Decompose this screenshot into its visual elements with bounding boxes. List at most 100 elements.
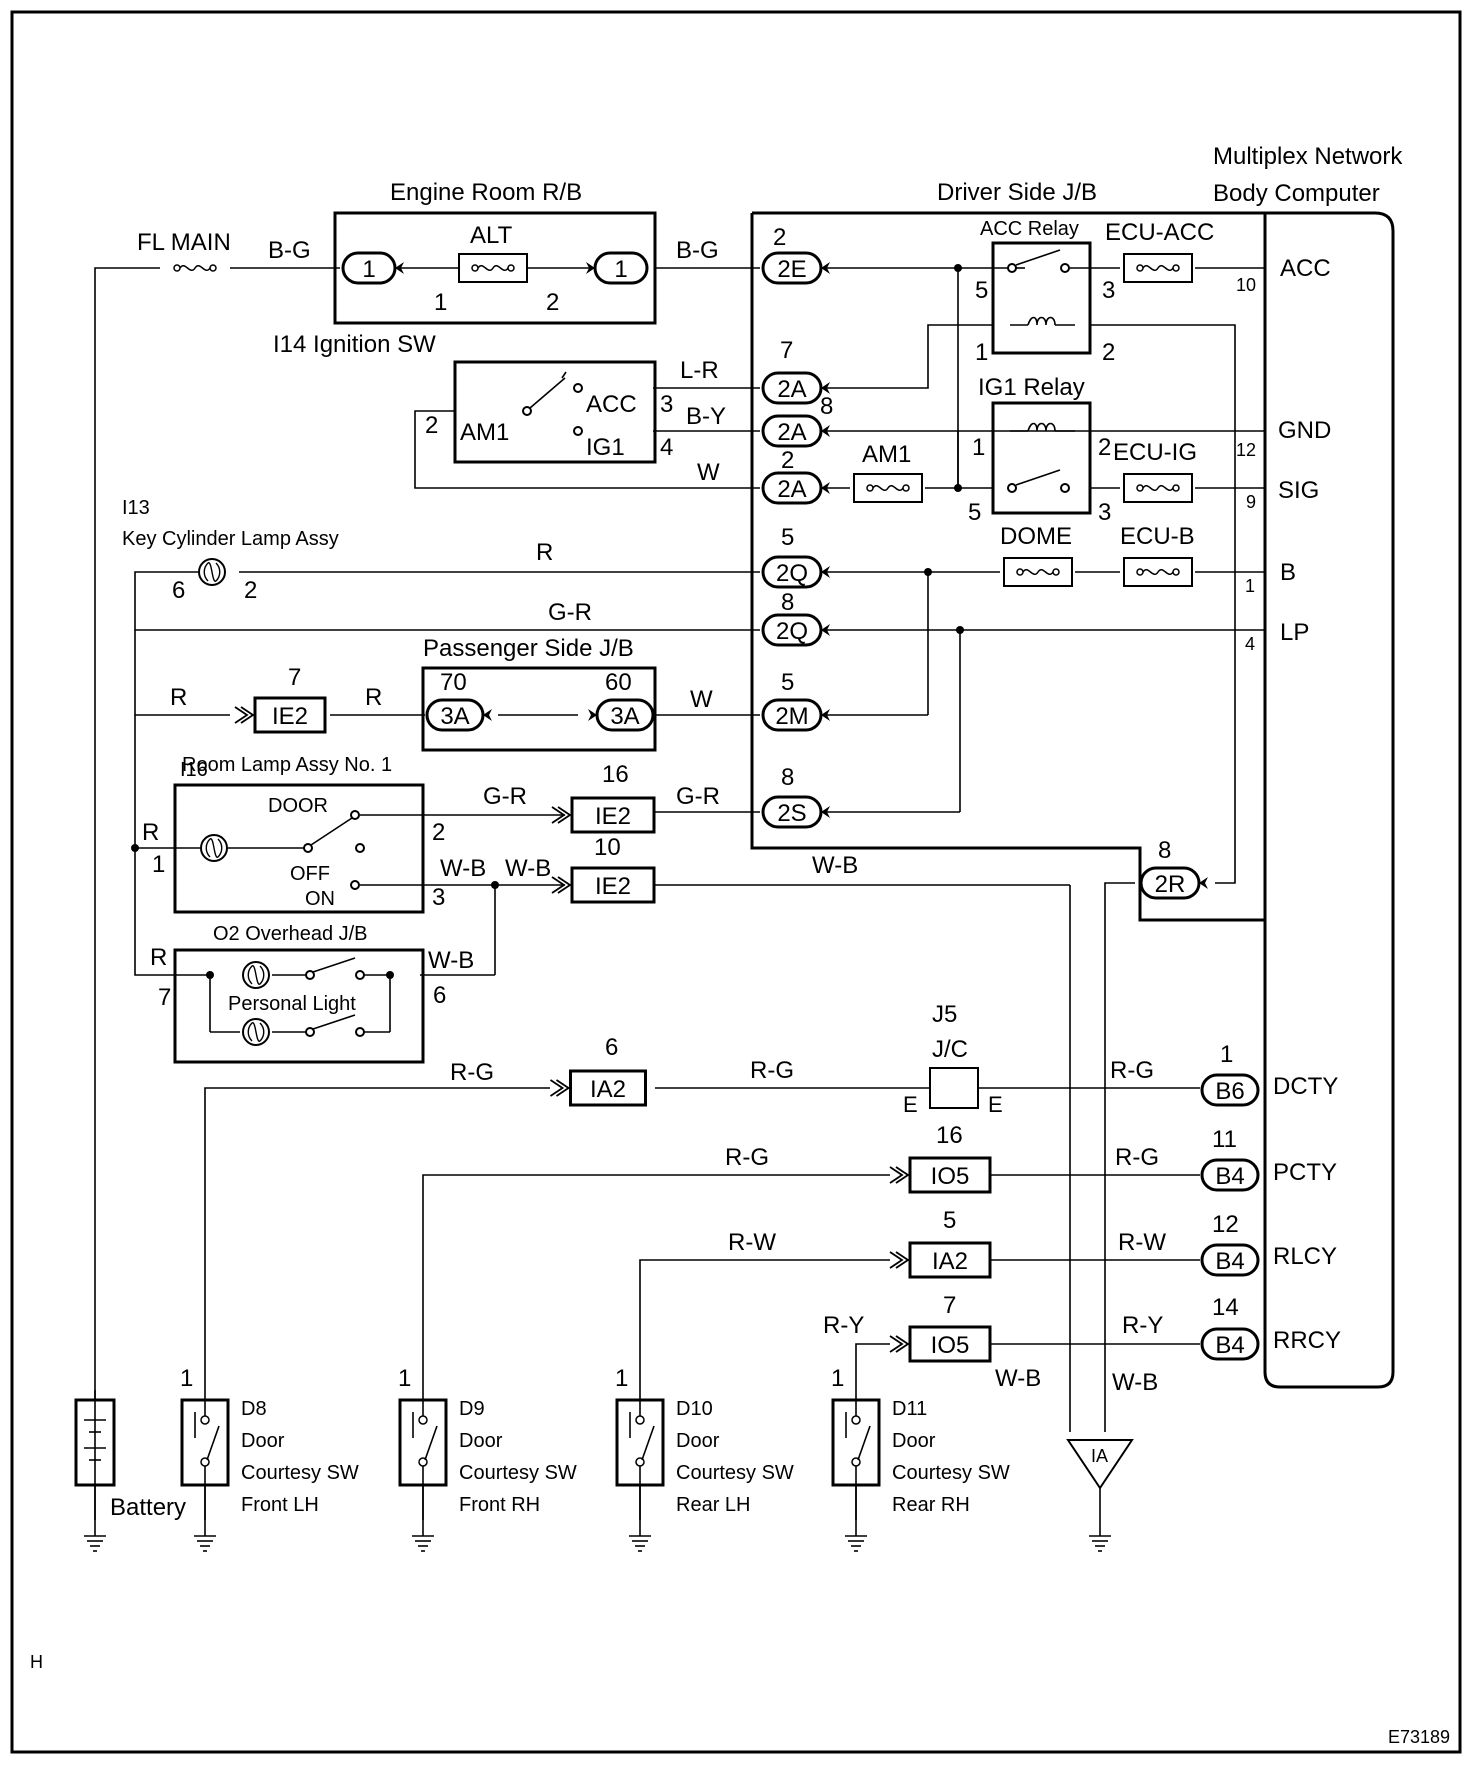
overhead-pin7: 7 bbox=[158, 984, 171, 1011]
connector-q5: 2Q bbox=[761, 555, 830, 589]
connector-er2-label: 1 bbox=[614, 256, 627, 283]
room-lamp-off: OFF bbox=[290, 863, 330, 885]
connector-r8-label: 2R bbox=[1155, 871, 1186, 898]
wire-color-wb2: W-B bbox=[505, 855, 551, 882]
door-switch-line2: Courtesy SW bbox=[459, 1462, 577, 1484]
ecu-pin-dcty: DCTY bbox=[1273, 1073, 1338, 1100]
pin-nb4c: 14 bbox=[1212, 1294, 1239, 1321]
door-switch-id: D9 bbox=[459, 1398, 485, 1420]
ecu-title-line1: Multiplex Network bbox=[1213, 143, 1403, 170]
room-lamp-id: I16 bbox=[180, 759, 208, 781]
corner-letter: H bbox=[30, 1652, 43, 1672]
wire-color-wb5: W-B bbox=[995, 1365, 1041, 1392]
ignition-term-ig1: IG1 bbox=[586, 434, 625, 461]
engine-room-rb: Engine Room R/B ALT 1 2 bbox=[333, 179, 657, 325]
room-lamp-assy: I16 Room Lamp Assy No. 1 DOOR OFF ON 1 2… bbox=[152, 754, 445, 914]
connector-er1-label: 1 bbox=[362, 256, 375, 283]
wire-color-rg1: R-G bbox=[450, 1059, 494, 1086]
wire-color-bg1: B-G bbox=[268, 237, 311, 264]
connector-b6: B6 bbox=[1200, 1073, 1260, 1107]
key-lamp-pin2: 2 bbox=[244, 577, 257, 604]
overhead-jb-label: O2 Overhead J/B bbox=[213, 923, 368, 945]
pin-n8r: 8 bbox=[1158, 837, 1171, 864]
jc-name: J/C bbox=[932, 1036, 968, 1063]
key-lamp-pin6: 6 bbox=[172, 577, 185, 604]
battery-label: Battery bbox=[110, 1494, 186, 1521]
inline-connector-io5b: IO5 bbox=[889, 1325, 992, 1363]
inline-connector-ie2c-label: IE2 bbox=[595, 873, 631, 900]
wire-color-r5: R bbox=[150, 944, 167, 971]
pin-n10ie: 10 bbox=[594, 834, 621, 861]
inline-connector-ia2b-label: IA2 bbox=[932, 1248, 968, 1275]
fuse-fl-main-label: FL MAIN bbox=[137, 229, 231, 256]
ecu-pin-sig: SIG bbox=[1278, 477, 1319, 504]
door-switch-line2: Courtesy SW bbox=[241, 1462, 359, 1484]
connector-e2-label: 2E bbox=[777, 256, 806, 283]
ecu-pin-b: B bbox=[1280, 559, 1296, 586]
room-lamp-door: DOOR bbox=[268, 795, 328, 817]
pin-n7: 7 bbox=[780, 337, 793, 364]
acc-relay-pin1: 1 bbox=[975, 339, 988, 366]
pin-n5m: 5 bbox=[781, 669, 794, 696]
door-switch-line2: Courtesy SW bbox=[892, 1462, 1010, 1484]
fuse-ecu-b: ECU-B bbox=[1120, 523, 1195, 587]
jc-term-left: E bbox=[903, 1092, 918, 1117]
multiplex-body-computer: Multiplex Network Body Computer bbox=[1213, 143, 1403, 1389]
ecu-pin-acc: ACC bbox=[1280, 255, 1331, 282]
key-cylinder-lamp-label: Key Cylinder Lamp Assy bbox=[122, 528, 339, 550]
acc-relay-pin2: 2 bbox=[1102, 339, 1115, 366]
ecu-pin-number-sig: 9 bbox=[1246, 492, 1256, 512]
pin-n8s: 8 bbox=[781, 764, 794, 791]
connector-s8: 2S bbox=[761, 795, 830, 829]
door-switch-id: D10 bbox=[676, 1398, 713, 1420]
connector-er2: 1 bbox=[586, 251, 649, 285]
connector-b4c-label: B4 bbox=[1215, 1332, 1244, 1359]
wire-color-wb3: W-B bbox=[812, 852, 858, 879]
wire-color-w2: W bbox=[690, 686, 713, 713]
door-switch-pin: 1 bbox=[831, 1365, 844, 1392]
inline-connector-ie2c: IE2 bbox=[551, 866, 656, 904]
connector-a8: 2A bbox=[761, 414, 830, 448]
driver-side-jb: Driver Side J/B bbox=[750, 179, 1265, 922]
junction-dots bbox=[131, 264, 964, 979]
connector-b6-label: B6 bbox=[1215, 1078, 1244, 1105]
wire-color-r3: R bbox=[365, 684, 382, 711]
wire-color-rw2: R-W bbox=[1118, 1229, 1166, 1256]
fuse-ecu-ig-label: ECU-IG bbox=[1113, 439, 1197, 466]
connector-q8: 2Q bbox=[761, 613, 830, 647]
wire-color-by: B-Y bbox=[686, 403, 726, 430]
fuse-ecu-ig: ECU-IG bbox=[1113, 439, 1197, 503]
pin-n2e: 2 bbox=[773, 224, 786, 251]
wire-color-rg5: R-G bbox=[1115, 1144, 1159, 1171]
wire-color-gr3: G-R bbox=[676, 783, 720, 810]
key-cylinder-lamp-id: I13 bbox=[122, 497, 150, 519]
connector-er1: 1 bbox=[341, 251, 404, 285]
ignition-term-am1: AM1 bbox=[460, 419, 509, 446]
inline-connector-ia2a-label: IA2 bbox=[590, 1076, 626, 1103]
inline-connector-ie2a-label: IE2 bbox=[272, 703, 308, 730]
overhead-pin6: 6 bbox=[433, 982, 446, 1009]
ignition-pin3: 3 bbox=[660, 391, 673, 418]
acc-relay-pin5: 5 bbox=[975, 277, 988, 304]
room-lamp-pin2: 2 bbox=[432, 819, 445, 846]
connector-b4b: B4 bbox=[1200, 1243, 1260, 1277]
wire-color-gr2: G-R bbox=[483, 783, 527, 810]
connector-q5-label: 2Q bbox=[776, 560, 808, 587]
inline-connector-ia2a: IA2 bbox=[550, 1069, 647, 1107]
wire-color-wb6: W-B bbox=[1112, 1369, 1158, 1396]
labels: ACCGNDSIGBLPDCTYPCTYRLCYRRCY101291427825… bbox=[142, 224, 1341, 1396]
passenger-pin70: 70 bbox=[440, 669, 467, 696]
door-switch-pin: 1 bbox=[398, 1365, 411, 1392]
driver-side-jb-label: Driver Side J/B bbox=[937, 179, 1097, 206]
door-switch-line1: Door bbox=[892, 1430, 936, 1452]
ig1-relay-pin1: 1 bbox=[972, 434, 985, 461]
ecu-pin-gnd: GND bbox=[1278, 417, 1331, 444]
door-switch-line1: Door bbox=[676, 1430, 720, 1452]
pin-n2a: 2 bbox=[781, 447, 794, 474]
passenger-side-jb: Passenger Side J/B 70 60 bbox=[421, 635, 657, 752]
